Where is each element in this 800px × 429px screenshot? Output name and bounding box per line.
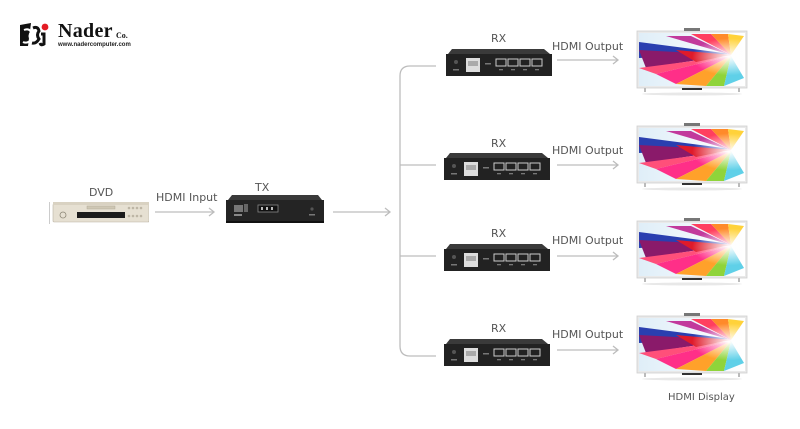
- output-arrow-head-3: [612, 251, 620, 261]
- hdmi-display-icon: [636, 28, 748, 96]
- hdmi-output-label-3: HDMI Output: [552, 234, 624, 247]
- brand-suffix: Co.: [116, 31, 128, 40]
- rx-label-1: RX: [491, 32, 507, 45]
- rx-label-2: RX: [491, 137, 507, 150]
- brand-website: www.nadercomputer.com: [58, 42, 131, 48]
- hdmi-display-icon: [636, 123, 748, 191]
- hdmi-input-label: HDMI Input: [156, 191, 218, 204]
- nader-logo-icon: [20, 23, 49, 47]
- output-arrow-head-1: [612, 55, 620, 65]
- receiver-device-icon: [444, 244, 550, 271]
- brand-name: Nader: [58, 20, 113, 42]
- hdmi-output-label-4: HDMI Output: [552, 328, 624, 341]
- hdmi-input-arrow-head: [208, 207, 216, 217]
- rx-label-4: RX: [491, 322, 507, 335]
- distribution-tree: [399, 65, 436, 357]
- output-arrow-head-2: [612, 160, 620, 170]
- hdmi-output-label-1: HDMI Output: [552, 40, 624, 53]
- logo-red-dot: [41, 23, 49, 31]
- hdmi-output-label-2: HDMI Output: [552, 144, 624, 157]
- dvd-player-icon: [49, 202, 149, 224]
- transmitter-device-icon: [226, 195, 324, 223]
- hdmi-display-icon: [636, 218, 748, 286]
- tx-output-arrow-head: [384, 207, 392, 217]
- rx-label-3: RX: [491, 227, 507, 240]
- hdmi-display-caption: HDMI Display: [668, 392, 735, 403]
- hdmi-display-icon: [636, 313, 748, 381]
- receiver-device-icon: [446, 49, 552, 76]
- dvd-label: DVD: [89, 186, 114, 199]
- output-arrow-head-4: [612, 345, 620, 355]
- tx-label: TX: [255, 181, 270, 194]
- receiver-device-icon: [444, 153, 550, 180]
- receiver-device-icon: [444, 339, 550, 366]
